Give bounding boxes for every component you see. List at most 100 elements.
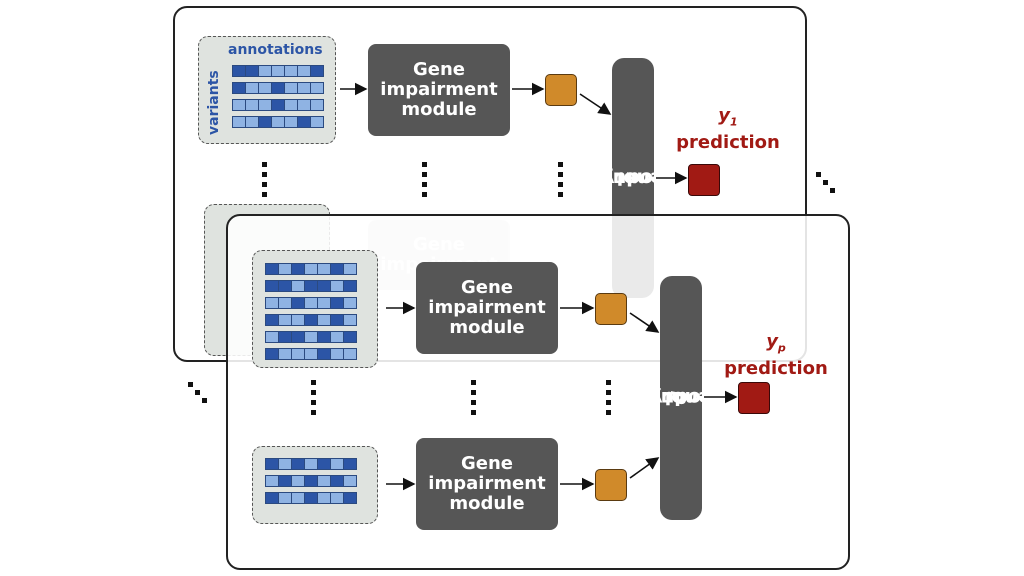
grid-row — [265, 492, 357, 504]
grid-cell — [285, 66, 298, 76]
variant-annotation-grid — [232, 65, 324, 128]
grid-cell — [318, 315, 331, 325]
grid-cell — [259, 117, 272, 127]
gene-output-square — [595, 469, 627, 501]
gene-output-square — [545, 74, 577, 106]
grid-cell — [331, 349, 344, 359]
grid-cell — [305, 476, 318, 486]
grid-cell — [292, 493, 305, 503]
grid-cell — [292, 349, 305, 359]
grid-cell — [311, 100, 323, 110]
gene-module-line1: Gene — [460, 277, 513, 298]
gene-module-line1: Gene — [460, 453, 513, 474]
grid-cell — [305, 315, 318, 325]
grid-cell — [266, 315, 279, 325]
grid-cell — [279, 476, 292, 486]
vertical-ellipsis — [262, 162, 267, 197]
grid-cell — [292, 476, 305, 486]
grid-cell — [279, 281, 292, 291]
grid-cell — [305, 298, 318, 308]
grid-cell — [344, 493, 356, 503]
grid-cell — [331, 476, 344, 486]
grid-row — [265, 263, 357, 275]
grid-cell — [318, 349, 331, 359]
grid-cell — [318, 264, 331, 274]
diagonal-ellipsis-left — [188, 382, 207, 403]
y1-symbol: y — [718, 105, 731, 126]
gene-output-square — [595, 293, 627, 325]
grid-row — [265, 280, 357, 292]
grid-cell — [318, 493, 331, 503]
grid-row — [232, 99, 324, 111]
grid-cell — [292, 315, 305, 325]
grid-cell — [305, 281, 318, 291]
grid-cell — [266, 476, 279, 486]
grid-cell — [331, 281, 344, 291]
grid-cell — [233, 100, 246, 110]
vertical-ellipsis — [606, 380, 611, 415]
prediction-1-label: y1 prediction — [672, 106, 784, 153]
grid-cell — [311, 83, 323, 93]
grid-cell — [311, 66, 323, 76]
grid-cell — [246, 117, 259, 127]
grid-cell — [305, 493, 318, 503]
grid-cell — [344, 332, 356, 342]
grid-cell — [279, 493, 292, 503]
grid-cell — [298, 117, 311, 127]
gene-impairment-module: Gene impairment module — [416, 262, 558, 354]
grid-cell — [292, 264, 305, 274]
prediction-p-label: yp prediction — [720, 332, 832, 379]
grid-cell — [331, 264, 344, 274]
grid-cell — [344, 459, 356, 469]
grid-cell — [266, 459, 279, 469]
variant-annotation-grid — [265, 458, 357, 504]
yp-subscript: p — [777, 341, 786, 355]
grid-cell — [246, 66, 259, 76]
grid-cell — [318, 281, 331, 291]
gene-impairment-module: Gene impairment module — [416, 438, 558, 530]
variant-annotation-grid — [265, 263, 357, 360]
vertical-ellipsis — [471, 380, 476, 415]
prediction-1-square — [688, 164, 720, 196]
grid-cell — [266, 264, 279, 274]
grid-cell — [259, 83, 272, 93]
vertical-ellipsis — [311, 380, 316, 415]
gene-module-line2: impairment — [380, 79, 498, 100]
vertical-ellipsis — [558, 162, 563, 197]
grid-cell — [246, 100, 259, 110]
grid-row — [265, 475, 357, 487]
grid-cell — [305, 264, 318, 274]
grid-cell — [272, 117, 285, 127]
grid-cell — [331, 315, 344, 325]
grid-cell — [292, 332, 305, 342]
prediction-1-text: prediction — [676, 131, 780, 153]
grid-cell — [279, 264, 292, 274]
arrow — [579, 93, 612, 115]
grid-cell — [246, 83, 259, 93]
grid-cell — [279, 332, 292, 342]
grid-cell — [285, 83, 298, 93]
grid-cell — [266, 298, 279, 308]
grid-cell — [233, 83, 246, 93]
grid-cell — [311, 117, 323, 127]
grid-cell — [266, 332, 279, 342]
gene-module-line1: Gene — [412, 59, 465, 80]
grid-cell — [266, 349, 279, 359]
grid-cell — [279, 298, 292, 308]
grid-cell — [305, 349, 318, 359]
grid-cell — [266, 493, 279, 503]
grid-cell — [233, 66, 246, 76]
grid-cell — [344, 349, 356, 359]
y1-subscript: 1 — [730, 115, 738, 129]
grid-cell — [344, 298, 356, 308]
grid-cell — [298, 83, 311, 93]
vertical-ellipsis — [422, 162, 427, 197]
grid-cell — [344, 476, 356, 486]
grid-cell — [266, 281, 279, 291]
grid-cell — [292, 281, 305, 291]
arrow — [629, 312, 660, 333]
grid-cell — [344, 264, 356, 274]
phenotype-p-module: Phenotype p module — [624, 276, 738, 520]
gene-module-line3: module — [449, 493, 525, 514]
